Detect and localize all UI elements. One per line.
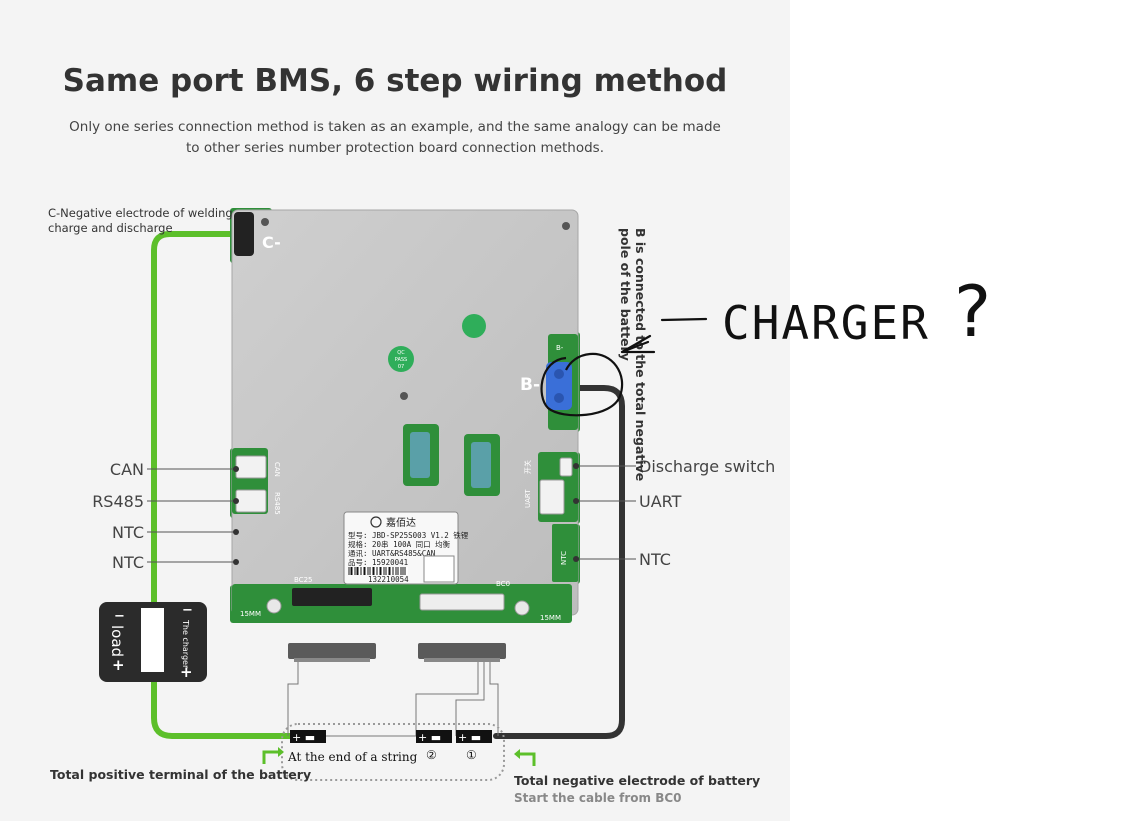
- product-label-line-1: 型号: JBD-SP25S003 V1.2 铁锂: [348, 530, 469, 540]
- b-minus-small-label: B-: [556, 344, 564, 352]
- subtitle-line-1: Only one series connection method is tak…: [69, 119, 721, 135]
- product-label-line-2: 规格: 20串 100A 同口 均衡: [348, 539, 451, 549]
- uart-connector: [539, 479, 565, 515]
- hand-circle: [540, 352, 624, 417]
- bc0-connector: [419, 593, 505, 611]
- pcb-bc25-label: BC25: [294, 576, 312, 584]
- port-label-discharge-switch: Discharge switch: [639, 457, 775, 476]
- c-negative-label-2: charge and discharge: [48, 221, 173, 235]
- svg-text:+ ▬: + ▬: [292, 731, 315, 744]
- b-connected-label-1: B is connected to the total negative: [633, 228, 648, 481]
- cell-end-label: At the end of a string: [287, 750, 418, 764]
- qc-line-2: PASS: [395, 357, 407, 363]
- capacitor: [471, 442, 491, 488]
- positive-arrow-icon: [262, 750, 280, 764]
- b-minus-bolt: [554, 393, 564, 403]
- device-plus-right: +: [180, 663, 193, 681]
- cell-end: + ▬: [290, 730, 326, 744]
- port-label-uart: UART: [639, 492, 682, 511]
- qc-pass-badge: [388, 346, 414, 372]
- right-port-dots: [573, 463, 579, 562]
- rohs-badge: [462, 314, 486, 338]
- b-minus-connector: [546, 362, 572, 410]
- capacitor: [410, 432, 430, 478]
- barcode-number: 132210054: [368, 575, 409, 584]
- charger-label: The charger: [181, 619, 190, 669]
- c-minus-terminal: [234, 212, 254, 256]
- brand-logo-icon: [370, 516, 382, 528]
- screw-hole: [562, 222, 570, 230]
- cell-marker-2: ②: [426, 748, 437, 762]
- qc-line-1: QC: [397, 350, 405, 356]
- switch-connector: [559, 457, 573, 477]
- handwritten-charger: CHARGER: [722, 296, 930, 350]
- can-connector: [235, 455, 267, 479]
- c-minus-label: C-: [262, 233, 281, 252]
- sampling-wires: [287, 662, 499, 736]
- pcb-rs485-label: RS485: [273, 492, 281, 515]
- pcb-15mm-left: 15MM: [240, 610, 261, 618]
- negative-arrow-icon: [518, 752, 536, 766]
- load-label: load: [108, 625, 126, 657]
- subtitle-line-2: to other series number protection board …: [186, 140, 604, 156]
- dark-wire: [493, 385, 625, 739]
- hand-dash: [660, 317, 708, 322]
- pcb-switch-label: 开关: [523, 460, 532, 474]
- pcb-15mm-right: 15MM: [540, 614, 561, 622]
- pcb-can-label: CAN: [273, 462, 281, 477]
- qc-line-3: 07: [398, 364, 404, 370]
- svg-text:+ ▬: + ▬: [418, 731, 441, 744]
- pcb-pad: [514, 600, 530, 616]
- device-plus-left: +: [112, 656, 125, 674]
- negative-electrode-label: Total negative electrode of battery: [514, 773, 760, 788]
- port-label-ntc-right: NTC: [639, 550, 671, 569]
- pcb-edge-right-ntc: [552, 524, 578, 582]
- cell-1: + ▬: [456, 730, 492, 744]
- left-port-leaders: [147, 468, 236, 563]
- bc0-plug: [418, 643, 506, 659]
- right-port-leaders: [576, 465, 636, 560]
- barcode: [348, 567, 408, 575]
- product-label-line-4: 品号: 15920041: [348, 558, 408, 567]
- c-negative-label-1: C-Negative electrode of welding: [48, 206, 233, 220]
- port-label-rs485: RS485: [92, 492, 144, 511]
- screw-hole: [400, 392, 408, 400]
- port-label-ntc-2: NTC: [112, 553, 144, 572]
- bc25-plug: [288, 643, 376, 659]
- screw-hole: [261, 218, 269, 226]
- b-minus-bolt: [554, 369, 564, 379]
- port-label-ntc-1: NTC: [112, 523, 144, 542]
- left-port-dots: [233, 466, 239, 565]
- bc0-plug-base: [424, 658, 500, 662]
- bc25-plug-base: [294, 658, 370, 662]
- pcb-bc0-label: BC0: [496, 580, 510, 588]
- hand-arrow: [620, 334, 656, 354]
- pcb-uart-label: UART: [524, 489, 532, 508]
- brand-name: 嘉佰达: [386, 516, 416, 529]
- green-wire: [151, 231, 295, 739]
- qr-sticker: [423, 555, 455, 583]
- start-cable-label: Start the cable from BC0: [514, 791, 682, 805]
- cell-marker-1: ①: [466, 748, 477, 762]
- b-connected-label-2: pole of the battery: [618, 228, 633, 361]
- cell-2: + ▬: [416, 730, 452, 744]
- bc25-connector: [292, 588, 372, 606]
- b-minus-label: B-: [520, 375, 540, 395]
- device-divider: [141, 608, 164, 672]
- negative-arrow-head: [514, 749, 520, 759]
- device-minus-left: −: [114, 609, 125, 624]
- port-label-can: CAN: [110, 460, 144, 479]
- rs485-connector: [235, 489, 267, 513]
- svg-text:+ ▬: + ▬: [458, 731, 481, 744]
- positive-terminal-label: Total positive terminal of the battery: [50, 767, 311, 782]
- product-label-line-3: 通讯: UART&RS485&CAN: [348, 548, 435, 558]
- page-title: Same port BMS, 6 step wiring method: [63, 63, 728, 99]
- positive-arrow-head: [278, 747, 284, 757]
- handwritten-question: ?: [954, 271, 991, 353]
- pcb-pad: [266, 598, 282, 614]
- pcb-ntc-label: NTC: [560, 551, 568, 565]
- device-minus-right: −: [182, 603, 193, 618]
